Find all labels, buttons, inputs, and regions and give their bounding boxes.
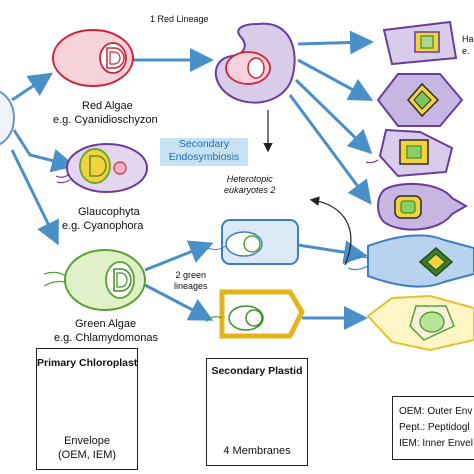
origin-cell (0, 90, 15, 146)
red-algae-label: Red Algae (82, 100, 133, 112)
secondary-plastid-box: Secondary Plastid 4 Membranes (206, 358, 308, 466)
primary-chloroplast-box: Primary Chloroplast Envelope (OEM, IEM) (36, 348, 138, 470)
legend-iem: IEM: Inner Envel (399, 438, 473, 449)
red-lineage-cell (214, 22, 296, 104)
legend-oem: OEM: Outer Env (399, 406, 473, 417)
glaucophyta-cell (55, 143, 148, 193)
red-algae-example: e.g. Cyanidioschyzon (53, 114, 158, 126)
secondary-plastid-title: Secondary Plastid (211, 365, 303, 377)
secondary-endosymbiosis-line2: Endosymbiosis (168, 151, 240, 163)
top-right-partial-2: e. (462, 46, 470, 56)
legend-pept: Pept.: Peptidogl (399, 422, 470, 433)
green-lineages-line1: 2 green (175, 270, 207, 280)
glaucophyta-label: Glaucophyta (78, 206, 140, 218)
secondary-endosymbiosis-box: Secondary Endosymbiosis (160, 138, 248, 166)
green-lineages-line2: lineages (174, 281, 208, 291)
primary-envelope-label: Envelope (64, 435, 110, 447)
green-lineage-cell-2 (205, 289, 305, 339)
green-algae-label: Green Algae (75, 318, 137, 330)
heterotopic-line1: Heterotopic (226, 174, 273, 184)
green-lineages-label: 2 green lineages (174, 270, 208, 292)
heterotopic-line2: eukaryotes 2 (224, 185, 276, 195)
curved-arrow (309, 196, 352, 266)
primary-chloroplast-title: Primary Chloroplast (37, 357, 138, 369)
cream-secondary-cell (366, 294, 474, 352)
top-right-partial-1: Ha (462, 34, 474, 44)
secondary-endosymbiosis-line1: Secondary (178, 138, 230, 150)
red-lineage-label: 1 Red Lineage (150, 14, 209, 24)
glaucophyta-example: e.g. Cyanophora (62, 220, 144, 232)
primary-arrows (10, 30, 374, 330)
green-lineage-cell-1 (207, 219, 299, 265)
secondary-cell-3 (365, 128, 454, 178)
green-algae-cell (43, 249, 146, 311)
legend-box: OEM: Outer Env Pept.: Peptidogl IEM: Inn… (392, 396, 474, 460)
secondary-cell-4 (377, 182, 469, 231)
blue-flagellate-cell (345, 234, 474, 288)
heterotopic-label: Heterotopic eukaryotes 2 (224, 174, 276, 196)
secondary-cell-1 (382, 20, 458, 66)
primary-membranes-label: (OEM, IEM) (57, 449, 117, 461)
red-algae-cell (52, 29, 134, 87)
secondary-cell-2 (376, 73, 464, 127)
green-algae-example: e.g. Chlamydomonas (54, 332, 158, 344)
secondary-membranes-label: 4 Membranes (223, 445, 291, 457)
